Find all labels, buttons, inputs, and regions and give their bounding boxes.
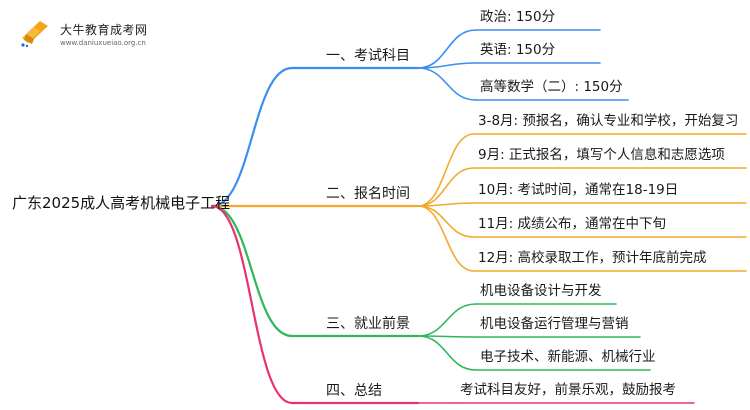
logo: 大牛教育成考网 www.daniuxueiao.org.cn	[14, 12, 164, 54]
logo-brand-text: 大牛教育成考网	[60, 23, 148, 37]
leaf-connector	[417, 67, 477, 101]
leaf-connector	[417, 205, 475, 272]
leaf-node: 9月: 正式报名，填写个人信息和志愿选项	[478, 147, 725, 163]
leaf-node: 机电设备运行管理与营销	[480, 316, 629, 332]
leaf-node: 电子技术、新能源、机械行业	[480, 349, 656, 365]
branch-connector	[210, 204, 294, 338]
branch-connector	[210, 204, 294, 405]
leaf-node: 机电设备设计与开发	[480, 283, 602, 299]
leaf-node: 10月: 考试时间，通常在18-19日	[478, 182, 679, 198]
logo-domain-text: www.daniuxueiao.org.cn	[60, 39, 146, 47]
leaf-connector	[417, 62, 477, 69]
leaf-connector	[417, 205, 475, 238]
leaf-node: 12月: 高校录取工作，预计年底前完成	[478, 250, 707, 266]
branch-node: 二、报名时间	[326, 186, 410, 202]
leaf-connector	[417, 133, 475, 207]
leaf-connector	[417, 303, 477, 337]
leaf-connector	[417, 167, 475, 207]
leaf-node: 政治: 150分	[480, 9, 556, 25]
root-node: 广东2025成人高考机械电子工程	[12, 194, 231, 212]
branch-connector	[210, 66, 294, 208]
branch-node: 一、考试科目	[326, 48, 410, 64]
leaf-connector	[417, 29, 477, 69]
branch-node: 三、就业前景	[326, 316, 410, 332]
logo-mark-icon	[21, 21, 48, 48]
leaf-node: 11月: 成绩公布，通常在中下旬	[478, 216, 667, 232]
leaf-node: 英语: 150分	[480, 42, 556, 58]
branch-node: 四、总结	[326, 383, 382, 399]
leaf-node: 高等数学（二）: 150分	[480, 79, 623, 95]
leaf-node: 3-8月: 预报名，确认专业和学校，开始复习	[478, 113, 739, 129]
leaf-connector	[417, 335, 477, 371]
leaf-node: 考试科目友好，前景乐观，鼓励报考	[460, 382, 676, 398]
